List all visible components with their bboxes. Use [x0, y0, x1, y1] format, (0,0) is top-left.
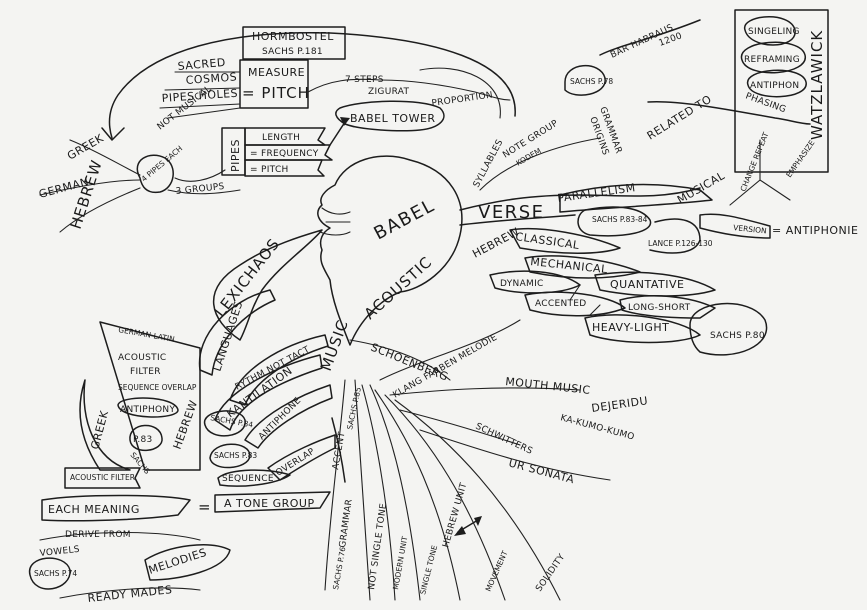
version-label: VERSION: [733, 223, 767, 235]
grammar-bottom-label: GRAMMAR: [338, 498, 355, 548]
pipes-each-label: 4 PIPES EACH: [140, 144, 185, 184]
single-tone-label: SINGLE TONE: [418, 544, 439, 595]
hornbostel-label: HORMBOSTEL: [252, 30, 334, 43]
sachs-p76-label: SACHS P.76: [331, 546, 347, 590]
mouth-music-label: MOUTH MUSIC: [505, 375, 592, 397]
antiphonie-label: = ANTIPHONIE: [772, 224, 858, 237]
pipes-branch: PIPES LENGTH = FREQUENCY = PITCH: [221, 117, 350, 177]
sachs-181-label: SACHS P.181: [262, 47, 323, 57]
tone-group-label: A TONE GROUP: [224, 497, 315, 510]
antiphony-label: ANTIPHONY: [120, 405, 175, 415]
p83-label: P.83: [133, 435, 153, 445]
sequence-overlap-label: SEQUENCE OVERLAP: [118, 383, 197, 392]
acoustic-left-label: ACOUSTIC: [118, 353, 167, 363]
parallelism-label: PARALLELISM: [557, 181, 637, 205]
not-single-tone-label: NOT SINGLE TONE: [367, 503, 389, 591]
frequency-label: = FREQUENCY: [250, 149, 319, 159]
pipes-holes-label: PIPES HOLES: [161, 87, 238, 105]
emphasize-label: EMPHASIZE: [784, 138, 816, 179]
dynamic-label: DYNAMIC: [500, 279, 544, 289]
watzlawick-label: WATZLAWICK: [808, 30, 826, 140]
filter-label: FILTER: [130, 367, 161, 377]
mechanical-label: MECHANICAL: [530, 255, 609, 276]
pipes-groups-branch: 4 PIPES EACH 3 GROUPS GREEK GERMAN HEBRE…: [37, 131, 241, 233]
seven-steps-label: 7 STEPS: [345, 75, 384, 85]
vowels-label: VOWELS: [39, 545, 80, 559]
kakumo-label: KA-KUMO-KUMO: [559, 413, 635, 442]
ziggurat-label: ZIGURAT: [368, 87, 410, 97]
equals-label: =: [198, 498, 212, 516]
long-short-label: LONG-SHORT: [628, 303, 691, 313]
reframing-label: REFRAMING: [744, 55, 800, 65]
quantative-label: QUANTATIVE: [610, 278, 684, 291]
acoustic-filter-label: ACOUSTIC FILTER: [70, 473, 135, 482]
sachs-p85-label: SACHS P.85: [345, 386, 363, 430]
central-head: BABEL ACOUSTIC MUSIC: [317, 155, 463, 373]
sachs-p83-label: SACHS P.83: [214, 451, 257, 460]
singeling-label: SINGELING: [748, 27, 800, 37]
babel-tower-label: BABEL TOWER: [350, 112, 436, 125]
phasing-label: PHASING: [744, 91, 787, 115]
greek-left-label: GREEK: [88, 409, 111, 451]
sequence-label: SEQUENCE: [222, 474, 274, 484]
hebrew-unit-label: HEBREW UNIT: [441, 481, 469, 548]
lance-label: LANCE P.126-130: [648, 239, 713, 248]
each-meaning-label: EACH MEANING: [48, 503, 140, 516]
measure-label: MEASURE: [248, 66, 305, 79]
sachs-83-label: SACHS P.83-84: [592, 215, 648, 224]
return-arrow: [101, 31, 516, 141]
heavy-light-label: HEAVY-LIGHT: [592, 321, 669, 334]
sacred-label: SACRED: [177, 56, 226, 73]
derive-from-label: DERIVE FROM: [65, 530, 131, 540]
tone-group-branch: ACOUSTIC FILTER EACH MEANING = A TONE GR…: [29, 467, 331, 605]
sachs-74-label: SACHS P.74: [34, 569, 77, 578]
ready-mades-label: READY MADES: [87, 583, 173, 605]
avantgarde-branch: SCHOENBERG KLANG FARBEN MELODIE MOUTH MU…: [349, 319, 649, 486]
hebrew-top-label: HEBREW: [67, 157, 106, 231]
verse-label: VERSE: [478, 202, 545, 223]
antiphon-label: ANTIPHON: [750, 81, 799, 91]
solidity-label: SOLIDITY: [534, 552, 567, 593]
accented-label: ACCENTED: [535, 299, 587, 309]
schoenberg-label: SCHOENBERG: [369, 341, 450, 384]
german-latin-label: GERMAN-LATIN: [118, 325, 176, 344]
pitch-label: = PITCH: [250, 165, 289, 175]
length-label: LENGTH: [262, 133, 300, 143]
meter-branch: CLASSICAL HEBREW MECHANICAL DYNAMIC QUAN…: [470, 225, 768, 356]
ur-sonata-label: UR SONATA: [507, 456, 576, 486]
pipes-label: PIPES: [229, 139, 242, 172]
sachs-78-label: SACHS P.78: [570, 77, 613, 86]
modern-unit-label: MODERN UNIT: [391, 535, 409, 590]
cosmos-label: COSMOS: [185, 70, 237, 87]
groups-label: 3 GROUPS: [175, 182, 225, 197]
grammar-streams: GRAMMAR SACHS P.76 NOT SINGLE TONE MODER…: [324, 379, 567, 601]
proportion-label: PROPORTION: [431, 90, 494, 109]
schwitters-label: SCHWITTERS: [474, 422, 534, 457]
measure-pitch-label: = PITCH: [242, 84, 310, 102]
related-to-label: RELATED TO: [645, 92, 714, 142]
dejeridu-label: DEJERIDU: [591, 394, 649, 415]
greek-label: GREEK: [65, 131, 106, 162]
watzlawick-branch: BAR HABRAUS 1200 SACHS P.78 GRAMMAR ORIG…: [564, 9, 829, 206]
sachs-80-label: SACHS P.80: [710, 331, 765, 341]
center-babel: BABEL: [370, 195, 438, 244]
center-acoustic: ACOUSTIC: [361, 253, 436, 323]
